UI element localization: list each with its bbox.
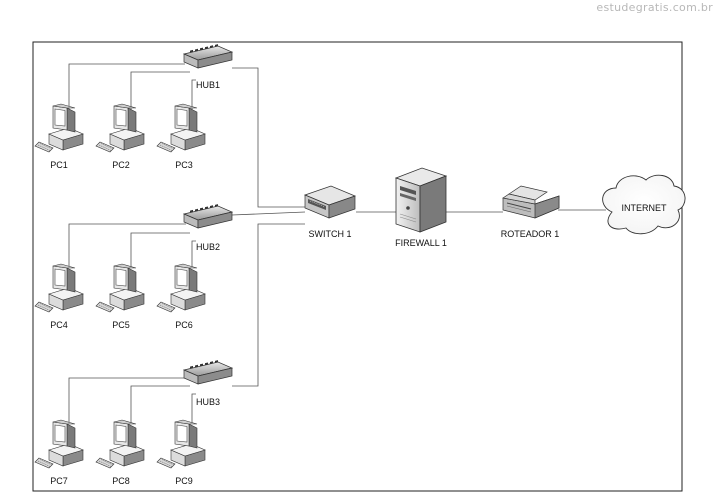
pc4-label: PC4 bbox=[50, 320, 68, 330]
pc7-label: PC7 bbox=[50, 476, 68, 486]
firewall-server-icon bbox=[394, 167, 448, 233]
internet-cloud-icon bbox=[602, 174, 686, 235]
pc2-label: PC2 bbox=[112, 160, 130, 170]
pc6-label: PC6 bbox=[175, 320, 193, 330]
hub2-icon bbox=[183, 203, 233, 229]
internet-label: INTERNET bbox=[621, 203, 667, 213]
switch-icon bbox=[304, 185, 356, 219]
pc8-label: PC8 bbox=[112, 476, 130, 486]
pc5-icon bbox=[95, 263, 145, 313]
pc1-label: PC1 bbox=[50, 160, 68, 170]
hub1-icon bbox=[183, 43, 233, 69]
router-icon bbox=[502, 185, 560, 219]
pc9-icon bbox=[156, 419, 206, 469]
router-label: ROTEADOR 1 bbox=[500, 229, 560, 239]
watermark: estudegratis.com.br bbox=[596, 1, 713, 14]
pc5-label: PC5 bbox=[112, 320, 130, 330]
pc7-icon bbox=[34, 419, 84, 469]
pc9-label: PC9 bbox=[175, 476, 193, 486]
pc3-icon bbox=[156, 103, 206, 153]
pc8-icon bbox=[95, 419, 145, 469]
hub3-icon bbox=[183, 359, 233, 385]
switch-label: SWITCH 1 bbox=[308, 229, 352, 239]
pc2-icon bbox=[95, 103, 145, 153]
hub1-label: HUB1 bbox=[195, 80, 221, 90]
diagram-frame bbox=[32, 41, 683, 492]
pc3-label: PC3 bbox=[175, 160, 193, 170]
hub2-label: HUB2 bbox=[195, 242, 221, 252]
connection-lines bbox=[68, 63, 606, 424]
pc4-icon bbox=[34, 263, 84, 313]
hub3-label: HUB3 bbox=[195, 397, 221, 407]
pc6-icon bbox=[156, 263, 206, 313]
pc1-icon bbox=[34, 103, 84, 153]
firewall-label: FIREWALL 1 bbox=[395, 238, 447, 248]
